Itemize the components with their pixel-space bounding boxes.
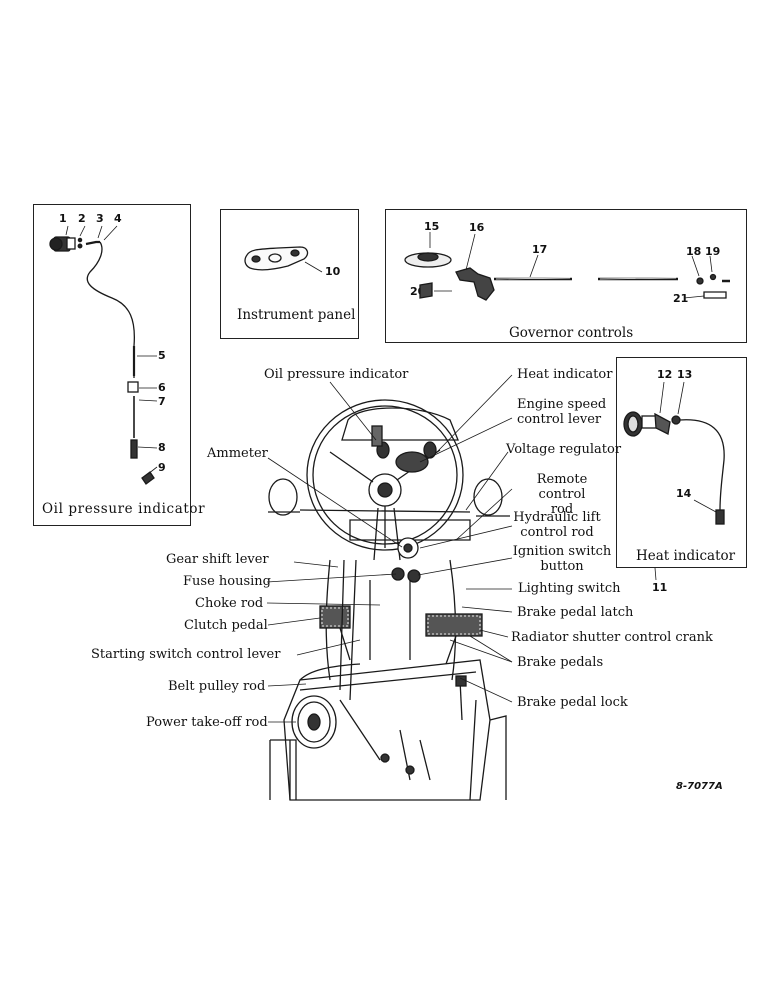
tractor-drawing <box>268 399 510 801</box>
label-engine-speed-line: Engine speed control lever <box>517 397 607 427</box>
label-heat-indicator: Heat indicator <box>517 367 613 382</box>
governor-panel-caption: Governor controls <box>509 325 634 341</box>
label-brake-pedals: Brake pedals <box>517 655 604 670</box>
part-number-10: 10 <box>325 265 341 278</box>
governor-drawing <box>404 232 730 301</box>
part-number-13: 13 <box>677 368 693 381</box>
label-power-take-off-rod: Power take-off rod <box>146 715 268 730</box>
part-number-18: 18 <box>686 245 702 258</box>
part-number-7: 7 <box>158 395 166 408</box>
label-ammeter: Ammeter <box>207 446 268 461</box>
part-number-19: 19 <box>705 245 721 258</box>
label-radiator-shutter-control-crank: Radiator shutter control crank <box>511 630 713 645</box>
label-fuse-housing: Fuse housing <box>183 574 271 589</box>
part-number-4: 4 <box>114 212 122 225</box>
label-ignition-switch-button: Ignition switch button <box>512 544 612 574</box>
heat-panel-caption: Heat indicator <box>636 548 736 564</box>
leader-lines <box>266 374 513 723</box>
label-brake-pedal-latch: Brake pedal latch <box>517 605 634 620</box>
label-ignition-switch-line: Ignition switch button <box>512 544 612 574</box>
part-number-9: 9 <box>158 461 166 474</box>
label-voltage-regulator: Voltage regulator <box>506 442 622 457</box>
label-starting-switch-control-lever: Starting switch control lever <box>91 647 281 662</box>
label-remote-control-line: Remote control rod <box>536 472 588 517</box>
instrument-panel-caption: Instrument panel <box>237 307 356 323</box>
part-number-17: 17 <box>532 243 548 256</box>
part-number-3: 3 <box>96 212 104 225</box>
part-number-1: 1 <box>59 212 67 225</box>
label-remote-control-rod: Remote control rod <box>512 472 612 517</box>
part-number-2: 2 <box>78 212 86 225</box>
part-number-12: 12 <box>657 368 673 381</box>
heat-indicator-drawing <box>623 381 725 581</box>
heat-indicator-panel <box>616 357 747 568</box>
oil-panel-caption: Oil pressure indicator <box>42 501 206 517</box>
label-engine-speed-control-lever: Engine speed control lever <box>517 397 606 427</box>
part-number-5: 5 <box>158 349 166 362</box>
part-number-14: 14 <box>676 487 692 500</box>
label-oil-pressure-indicator: Oil pressure indicator <box>264 367 409 382</box>
figure-code: 8-7077A <box>676 781 723 792</box>
part-number-21: 21 <box>673 292 689 305</box>
part-number-6: 6 <box>158 381 166 394</box>
oil-pressure-indicator-panel <box>33 204 191 526</box>
governor-controls-panel <box>385 209 747 343</box>
label-belt-pulley-rod: Belt pulley rod <box>168 679 266 694</box>
label-gear-shift-lever: Gear shift lever <box>166 552 269 567</box>
label-choke-rod: Choke rod <box>195 596 264 611</box>
instrument-panel-box <box>220 209 359 339</box>
part-number-15: 15 <box>424 220 440 233</box>
label-lighting-switch: Lighting switch <box>518 581 621 596</box>
part-number-16: 16 <box>469 221 485 234</box>
label-hydraulic-lift-control-rod: Hydraulic lift control rod <box>512 510 602 540</box>
label-brake-pedal-lock: Brake pedal lock <box>517 695 628 710</box>
oil-gauge-drawing <box>49 225 158 485</box>
instrument-panel-drawing <box>244 246 323 273</box>
label-clutch-pedal: Clutch pedal <box>184 618 268 633</box>
label-hydraulic-lift-line: Hydraulic lift control rod <box>513 510 601 540</box>
part-number-8: 8 <box>158 441 166 454</box>
part-number-11: 11 <box>652 581 668 594</box>
